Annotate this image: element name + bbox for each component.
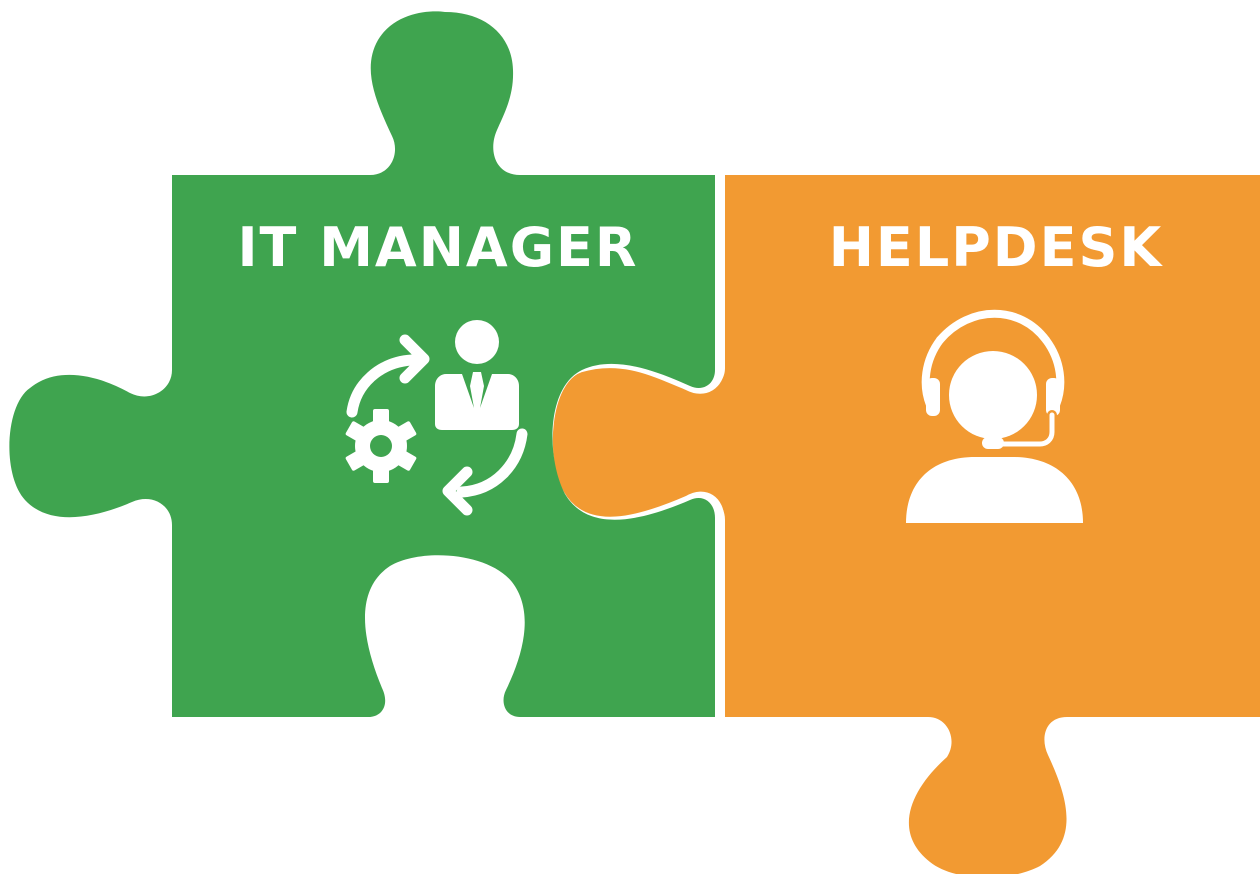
it-manager-piece-shape — [9, 11, 715, 718]
helpdesk-label: HELPDESK — [829, 216, 1164, 279]
it-manager-piece — [9, 11, 715, 718]
agent-shoulders — [906, 457, 1083, 523]
headset-support-icon — [906, 309, 1083, 523]
person-head — [455, 320, 499, 364]
bottom-arrow-head — [442, 466, 473, 516]
top-arrow-head — [399, 334, 430, 384]
helpdesk-piece-shape — [550, 175, 1260, 874]
manager-settings-icon — [345, 320, 528, 516]
ear-cup-left — [926, 378, 940, 416]
top-arrow-icon — [346, 354, 418, 418]
headset-mic-boom-line — [987, 412, 1055, 447]
headset-band — [936, 309, 1050, 344]
agent-head — [949, 351, 1037, 439]
bottom-arrow-icon — [456, 428, 528, 498]
person-body — [435, 372, 519, 430]
ear-cup-right — [1046, 378, 1060, 416]
it-manager-label: IT MANAGER — [237, 216, 638, 279]
headset-mic — [982, 437, 1004, 449]
gear-icon — [345, 409, 417, 483]
